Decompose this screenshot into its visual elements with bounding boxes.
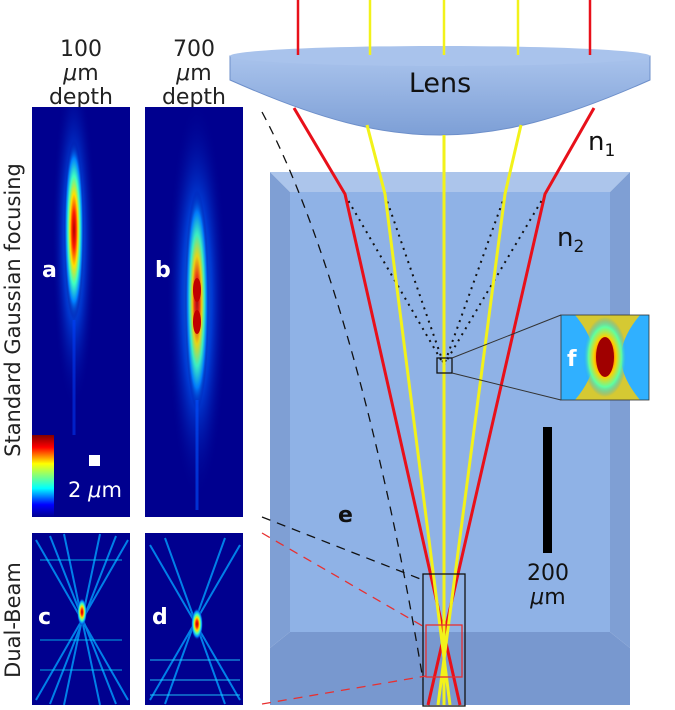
panel-f	[561, 315, 649, 400]
incident-rays	[296, 0, 592, 55]
zoom-line-f-top	[451, 314, 562, 359]
row-label-dual: Dual-Beam	[1, 562, 25, 678]
panel-label-f: f	[567, 347, 577, 372]
row-label-standard: Standard Gaussian focusing	[1, 163, 25, 457]
col2-header-word: depth	[162, 85, 226, 110]
lens	[229, 46, 651, 136]
panel-b	[145, 107, 243, 517]
panel-label-a: a	[42, 258, 57, 283]
zoom-box-red	[425, 624, 463, 678]
connector-lines-red	[261, 532, 427, 705]
scale-bar-large	[543, 427, 552, 553]
col1-header-value: 100	[60, 37, 102, 62]
sample-block	[270, 172, 630, 705]
lens-label: Lens	[409, 68, 471, 99]
scale-label-small: 2 μm	[68, 478, 122, 502]
focus-box	[436, 357, 453, 374]
col1-header-unit: μm	[62, 61, 98, 86]
scale-bar-small	[89, 455, 100, 466]
n1-label: n1	[588, 127, 615, 161]
colorbar	[32, 435, 54, 517]
zoom-line-f-bottom	[451, 372, 562, 401]
panel-label-c: c	[38, 605, 51, 630]
panel-label-b: b	[155, 258, 171, 283]
zoom-box-black	[422, 573, 466, 707]
scale-label-large-value: 200	[527, 561, 569, 586]
panel-c	[32, 533, 130, 705]
panel-label-e: e	[338, 503, 353, 528]
col1-header-word: depth	[49, 85, 113, 110]
scale-label-large-unit: μm	[529, 585, 565, 610]
refracted-rays	[292, 107, 596, 706]
panel-label-d: d	[152, 605, 168, 630]
col2-header-unit: μm	[175, 61, 211, 86]
panel-d	[145, 533, 243, 705]
connector-lines-black	[261, 111, 424, 681]
n2-label: n2	[557, 223, 584, 257]
scale-box-small	[60, 435, 130, 517]
col2-header-value: 700	[173, 37, 215, 62]
